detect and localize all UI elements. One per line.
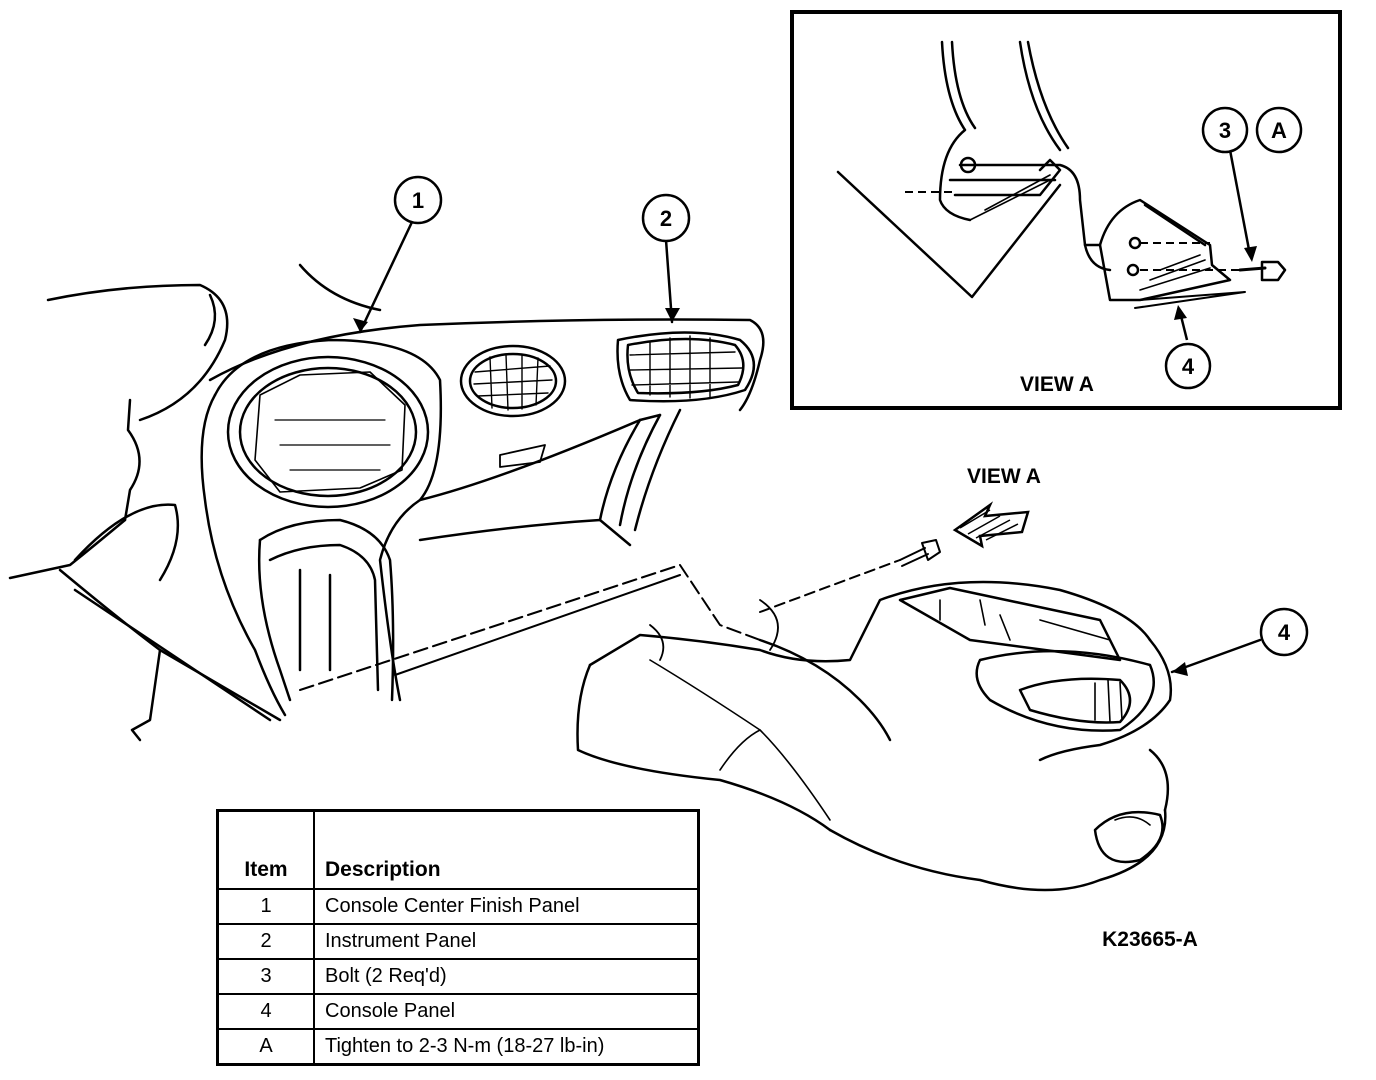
bolt-drawing	[899, 539, 941, 567]
table-header-row: Item Description	[216, 809, 700, 890]
leader-1	[358, 220, 414, 334]
row-item: 4	[216, 993, 315, 1030]
table-row: A Tighten to 2-3 N-m (18-27 lb-in)	[216, 1028, 700, 1066]
view-a-inset	[790, 10, 1342, 410]
row-description: Bolt (2 Req'd)	[313, 958, 700, 995]
row-item: A	[216, 1028, 315, 1066]
arrowhead-1	[353, 318, 368, 332]
callout-circle-2	[641, 193, 691, 243]
inset-callout-a: A	[1271, 118, 1287, 143]
console-panel-drawing	[576, 580, 1172, 892]
assembly-lines	[299, 559, 901, 691]
row-description: Instrument Panel	[313, 923, 700, 960]
header-item: Item	[216, 809, 315, 890]
leader-4	[1170, 638, 1262, 674]
inset-callout-3: 3	[1219, 118, 1231, 143]
callout-label-2: 2	[660, 206, 672, 231]
row-item: 3	[216, 958, 315, 995]
view-a-label: VIEW A	[967, 465, 1041, 488]
table-row: 1 Console Center Finish Panel	[216, 888, 700, 925]
table-row: 3 Bolt (2 Req'd)	[216, 958, 700, 995]
table-row: 4 Console Panel	[216, 993, 700, 1030]
inset-title: VIEW A	[1020, 373, 1094, 396]
arrowhead-4	[1172, 662, 1188, 676]
row-item: 1	[216, 888, 315, 925]
row-description: Tighten to 2-3 N-m (18-27 lb-in)	[313, 1028, 700, 1066]
instrument-panel-drawing	[8, 263, 765, 742]
view-a-arrow	[952, 501, 1030, 549]
table-row: 2 Instrument Panel	[216, 923, 700, 960]
inset-callout-4: 4	[1182, 354, 1195, 379]
callout-circle-4	[1259, 607, 1309, 657]
callout-label-4: 4	[1278, 620, 1291, 645]
parts-table: Item Description 1 Console Center Finish…	[216, 809, 700, 1066]
row-description: Console Panel	[313, 993, 700, 1030]
figure-id: K23665-A	[1102, 928, 1198, 951]
callout-circle-1	[393, 175, 443, 225]
header-description: Description	[313, 809, 700, 890]
callout-label-1: 1	[412, 188, 424, 213]
arrowhead-2	[665, 308, 680, 322]
row-description: Console Center Finish Panel	[313, 888, 700, 925]
row-item: 2	[216, 923, 315, 960]
